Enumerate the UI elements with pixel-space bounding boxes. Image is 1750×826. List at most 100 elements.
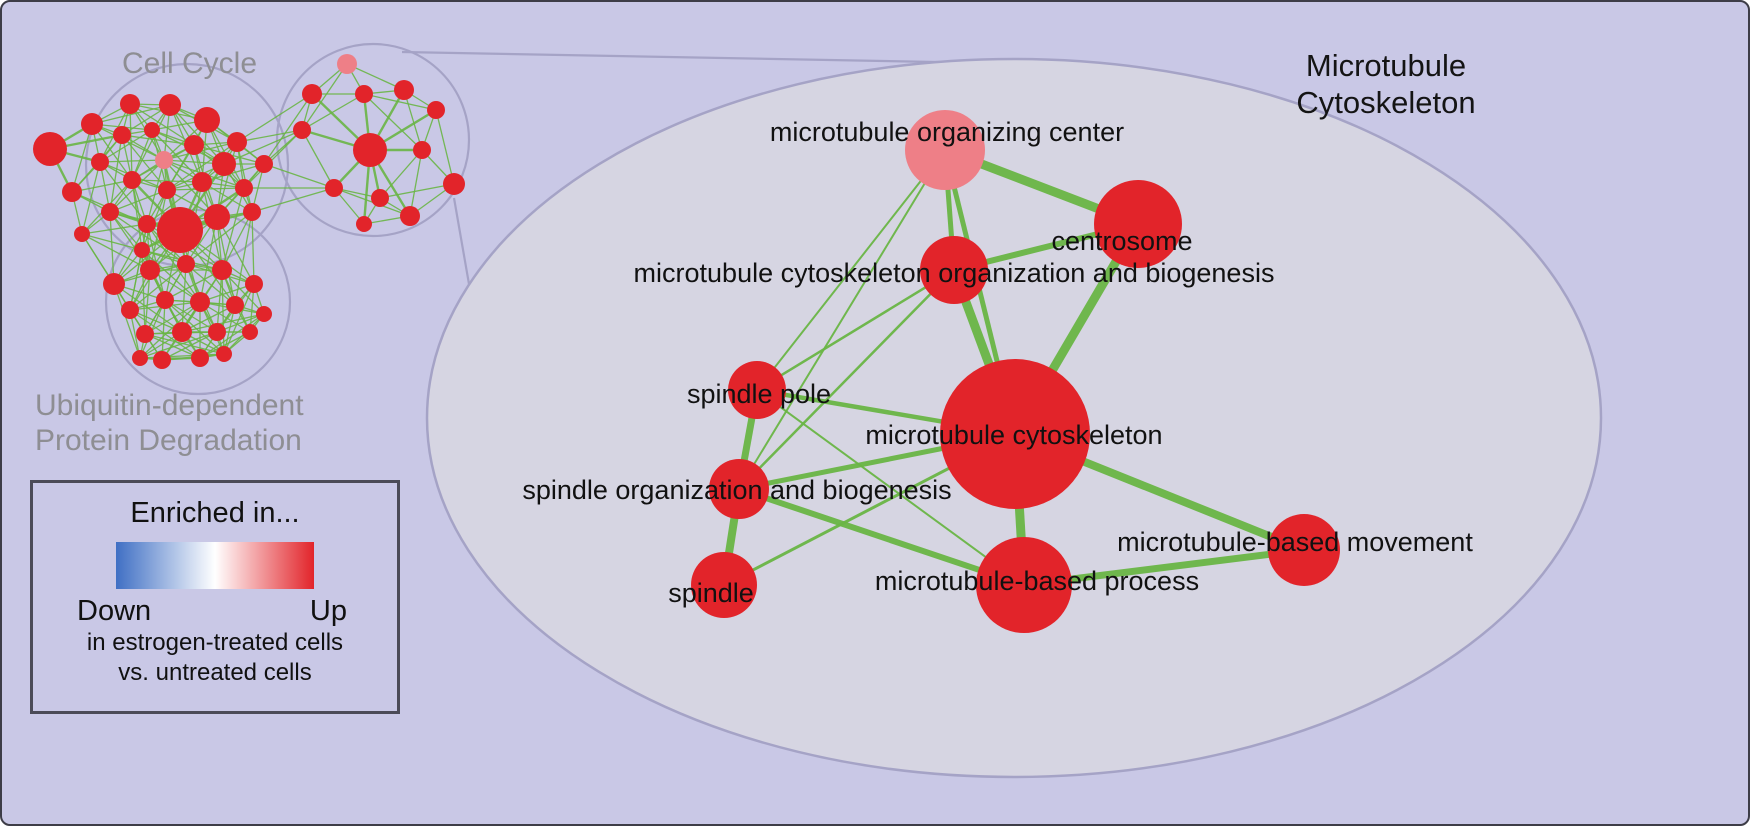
overview-bridge-edge bbox=[236, 93, 313, 143]
overview-edge bbox=[301, 129, 335, 189]
node-label-centrosome: centrosome bbox=[1051, 226, 1192, 256]
overview-node bbox=[156, 291, 174, 309]
overview-node bbox=[159, 94, 181, 116]
overview-node bbox=[184, 135, 204, 155]
overview-edge bbox=[144, 301, 201, 335]
overview-node bbox=[243, 203, 261, 221]
overview-node bbox=[81, 113, 103, 135]
edge-sorg-process bbox=[738, 486, 1025, 588]
node-label-movement: microtubule-based movement bbox=[1117, 527, 1473, 557]
overview-node bbox=[355, 85, 373, 103]
overview-node bbox=[302, 84, 322, 104]
edge-moc-pole bbox=[756, 149, 946, 391]
overview-node bbox=[123, 171, 141, 189]
overview-node bbox=[212, 260, 232, 280]
overview-node bbox=[204, 204, 230, 230]
overview-edge bbox=[113, 283, 141, 359]
overview-node bbox=[325, 179, 343, 197]
overview-node bbox=[226, 296, 244, 314]
overview-edge bbox=[363, 93, 423, 151]
overview-edge bbox=[146, 181, 203, 225]
overview-edge bbox=[346, 63, 405, 91]
overview-edge bbox=[166, 141, 238, 191]
cluster-label-ubiquitin-line2: Protein Degradation bbox=[35, 424, 302, 457]
edge-pole-process bbox=[756, 389, 1025, 586]
legend-title: Enriched in... bbox=[130, 497, 300, 529]
overview-edge bbox=[216, 269, 223, 333]
overview-bridge-edge bbox=[263, 93, 313, 165]
node-sorg bbox=[709, 459, 769, 519]
overview-node bbox=[353, 133, 387, 167]
overview-node bbox=[153, 351, 171, 369]
overview-node bbox=[91, 153, 109, 171]
overview-edge bbox=[236, 141, 253, 213]
node-centrosome bbox=[1094, 180, 1182, 268]
overview-node bbox=[371, 189, 389, 207]
node-label-moc: microtubule organizing center bbox=[770, 117, 1124, 147]
overview-node bbox=[255, 155, 273, 173]
overview-bridge-edge bbox=[129, 249, 143, 311]
detail-title-line2: Cytoskeleton bbox=[1296, 85, 1476, 120]
node-label-sorg: spindle organization and biogenesis bbox=[522, 475, 951, 505]
overview-bridge-edge bbox=[109, 211, 115, 285]
node-label-pole: spindle pole bbox=[687, 379, 831, 409]
overview-edge bbox=[221, 269, 225, 355]
overview-node bbox=[256, 306, 272, 322]
overview-edge bbox=[139, 301, 201, 359]
overview-bridge-edge bbox=[185, 211, 253, 265]
overview-node bbox=[227, 132, 247, 152]
node-movement bbox=[1268, 514, 1340, 586]
overview-node bbox=[74, 226, 90, 242]
node-label-process: microtubule-based process bbox=[875, 566, 1199, 596]
cluster-circle-microtubule-mini bbox=[275, 42, 471, 238]
overview-node bbox=[144, 122, 160, 138]
overview-node bbox=[212, 152, 236, 176]
overview-edge bbox=[71, 179, 133, 193]
overview-node bbox=[356, 216, 372, 232]
overview-edge bbox=[81, 223, 148, 235]
overview-edge bbox=[131, 104, 171, 181]
overview-node bbox=[33, 132, 67, 166]
overview-edge bbox=[144, 269, 151, 335]
legend-down-label: Down bbox=[77, 595, 152, 627]
overview-node bbox=[191, 349, 209, 367]
overview-edge bbox=[185, 263, 236, 306]
overview-bridge-edge bbox=[223, 129, 303, 165]
overview-node bbox=[235, 179, 253, 197]
overview-node bbox=[172, 322, 192, 342]
overview-edge bbox=[131, 179, 143, 251]
overview-node bbox=[101, 203, 119, 221]
overview-edge bbox=[301, 63, 348, 131]
overview-node bbox=[120, 94, 140, 114]
overview-bridge-edge bbox=[141, 249, 201, 303]
node-moc bbox=[905, 110, 985, 190]
overview-node bbox=[194, 107, 220, 133]
overview-node bbox=[177, 255, 195, 273]
overview-edge bbox=[151, 129, 203, 183]
overview-edge bbox=[201, 163, 265, 183]
overview-node bbox=[62, 182, 82, 202]
overview-node bbox=[132, 350, 148, 366]
overview-edge bbox=[403, 89, 423, 151]
overview-bridge-edge bbox=[199, 216, 218, 303]
node-process bbox=[976, 537, 1072, 633]
overview-edge bbox=[146, 159, 165, 225]
overview-edge bbox=[164, 299, 225, 355]
overview-edge bbox=[91, 123, 133, 181]
overview-edge bbox=[409, 149, 423, 217]
overview-node bbox=[443, 173, 465, 195]
overview-edge bbox=[99, 159, 165, 163]
overview-node bbox=[293, 121, 311, 139]
overview-edge bbox=[169, 104, 225, 165]
legend-note-line2: vs. untreated cells bbox=[118, 659, 312, 686]
legend-up-label: Up bbox=[309, 595, 347, 627]
overview-edge bbox=[81, 161, 101, 235]
overview-node bbox=[136, 325, 154, 343]
overview-edge bbox=[379, 149, 423, 199]
overview-node bbox=[155, 151, 173, 169]
overview-node bbox=[208, 323, 226, 341]
overview-bridge-edge bbox=[234, 211, 253, 306]
legend: Enriched in... Down Up in estrogen-treat… bbox=[30, 480, 400, 714]
